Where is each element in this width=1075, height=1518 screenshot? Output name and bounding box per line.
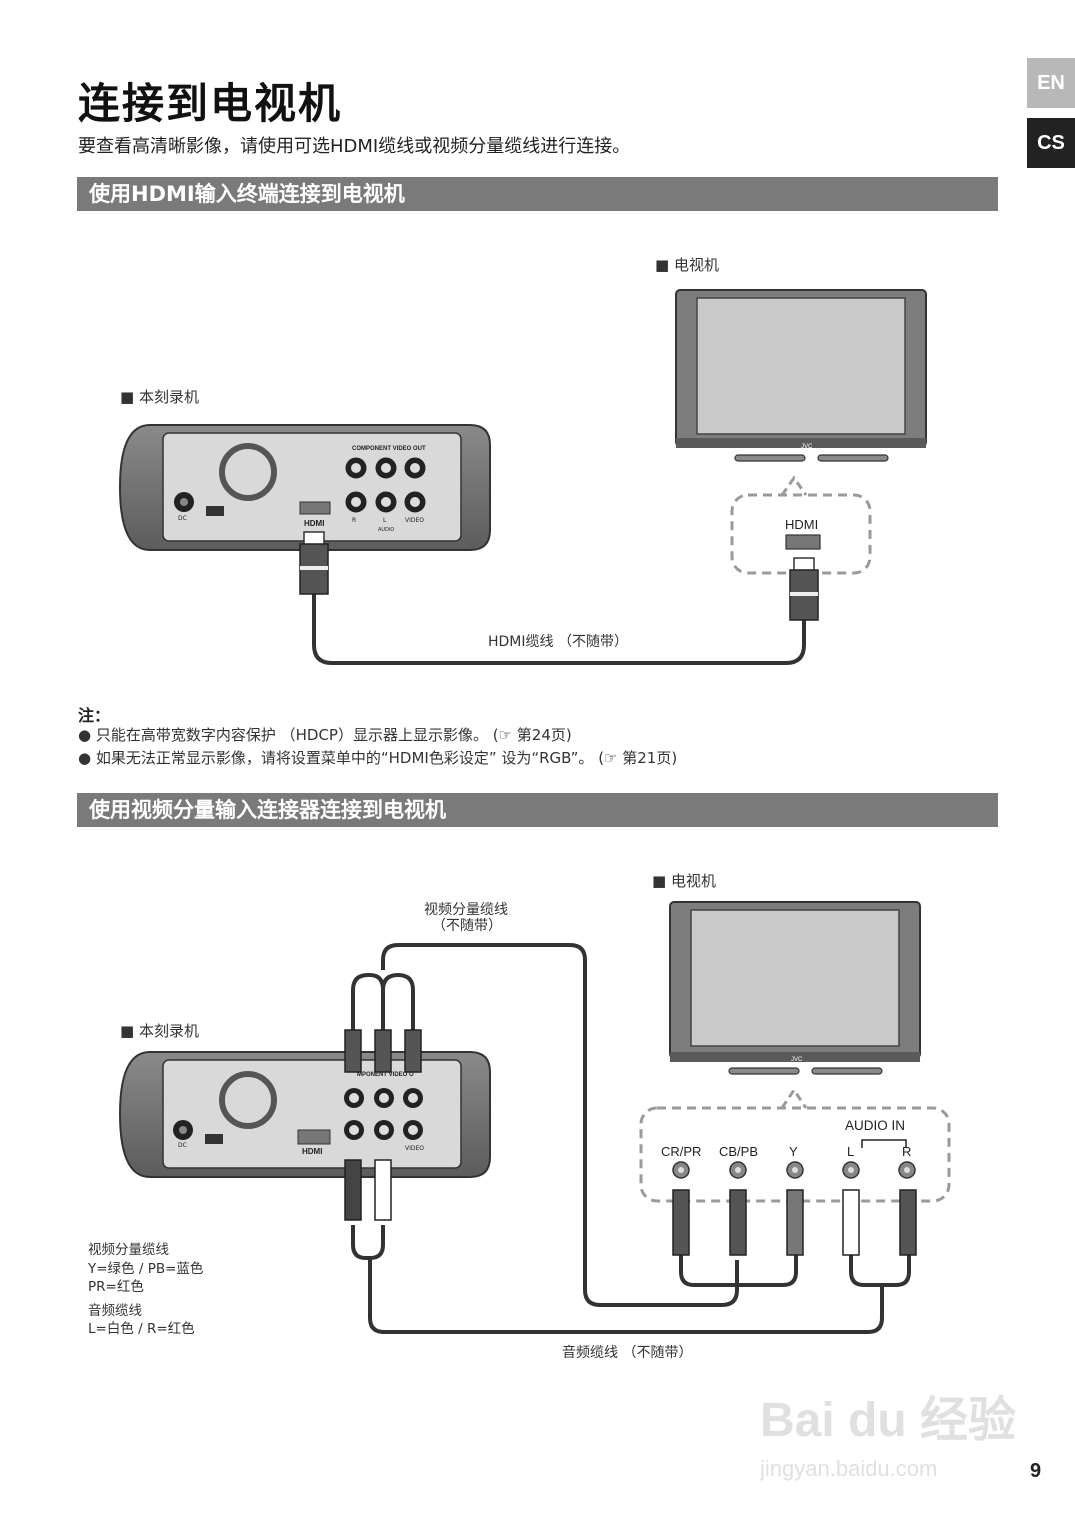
note-item: ● 如果无法正常显示影像，请将设置菜单中的“HDMI色彩设定” 设为“RGB”。… <box>78 749 678 767</box>
svg-text:R: R <box>352 517 356 524</box>
watermark-brand: Bai du 经验 <box>760 1394 1017 1447</box>
svg-text:VIDEO: VIDEO <box>405 1145 424 1152</box>
legend-line: L=白色 / R=红色 <box>88 1321 195 1337</box>
jack-label-r: R <box>902 1144 912 1159</box>
recorder-label-1: ■ 本刻录机 <box>120 388 199 406</box>
recorder-2: HDMI DC MPONENT VIDEO O VIDEO <box>118 1051 491 1178</box>
lang-tab-cs[interactable]: CS <box>1027 118 1075 168</box>
legend-line: PR=红色 <box>88 1279 144 1295</box>
legend-line: 音频缆线 <box>88 1303 142 1319</box>
svg-text:HDMI: HDMI <box>302 1147 322 1156</box>
section-heading-hdmi: 使用HDMI输入终端连接到电视机 <box>77 177 998 211</box>
watermark-url: jingyan.baidu.com <box>760 1456 938 1481</box>
svg-text:VIDEO: VIDEO <box>405 517 424 524</box>
recorder-label-2: ■ 本刻录机 <box>120 1022 199 1040</box>
tv-hdmi-port <box>785 534 821 550</box>
tv-label-2: ■ 电视机 <box>652 872 716 890</box>
note-item: ● 只能在高带宽数字内容保护 （HDCP）显示器上显示影像。 (☞ 第24页) <box>78 726 572 744</box>
svg-text:DC: DC <box>178 515 187 522</box>
hdmi-cable-label: HDMI缆线 （不随带） <box>488 634 628 650</box>
jack-label-cb: CB/PB <box>719 1144 759 1159</box>
callout-component-ports <box>639 1106 951 1203</box>
tv-label-1: ■ 电视机 <box>655 256 719 274</box>
component-cable-note: （不随带） <box>432 918 502 934</box>
audio-cable-label: 音频缆线 （不随带） <box>562 1345 693 1361</box>
tv-1: JVC <box>675 289 927 462</box>
jack-label-l: L <box>847 1144 855 1159</box>
svg-text:L: L <box>383 517 387 524</box>
component-cable <box>381 943 739 1307</box>
svg-text:JVC: JVC <box>791 1057 803 1063</box>
watermark: Bai du 经验 jingyan.baidu.com <box>760 1380 1016 1482</box>
page-subtitle: 要查看高清晰影像，请使用可选HDMI缆线或视频分量缆线进行连接。 <box>78 136 631 157</box>
tv-hdmi-label: HDMI <box>785 517 819 532</box>
recorder-1: HDMI DC COMPONENT VIDEO OUT R L VIDEO AU… <box>118 424 491 551</box>
tv-logo: JVC <box>801 444 813 450</box>
legend-line: 视频分量缆线 <box>88 1242 169 1258</box>
svg-text:DC: DC <box>178 1142 187 1149</box>
svg-text:AUDIO: AUDIO <box>378 527 394 533</box>
page-title: 连接到电视机 <box>78 79 343 128</box>
hdmi-cable <box>312 590 806 665</box>
tv-2: JVC <box>669 901 921 1075</box>
component-cable-label: 视频分量缆线 <box>424 902 508 918</box>
svg-text:COMPONENT VIDEO OUT: COMPONENT VIDEO OUT <box>352 446 426 452</box>
callout-hdmi-port <box>730 493 872 575</box>
section-heading-component: 使用视频分量输入连接器连接到电视机 <box>77 793 998 827</box>
jack-label-y: Y <box>789 1144 798 1159</box>
jack-label-cr: CR/PR <box>661 1144 702 1159</box>
svg-text:MPONENT VIDEO O: MPONENT VIDEO O <box>357 1072 414 1078</box>
legend-line: Y=绿色 / PB=蓝色 <box>88 1261 204 1277</box>
audio-in-label: AUDIO IN <box>845 1118 906 1133</box>
svg-text:HDMI: HDMI <box>304 519 324 528</box>
lang-tab-en[interactable]: EN <box>1027 58 1075 108</box>
audio-cable <box>368 1258 884 1334</box>
notes-heading: 注： <box>78 706 111 725</box>
page-number: 9 <box>1030 1460 1042 1482</box>
